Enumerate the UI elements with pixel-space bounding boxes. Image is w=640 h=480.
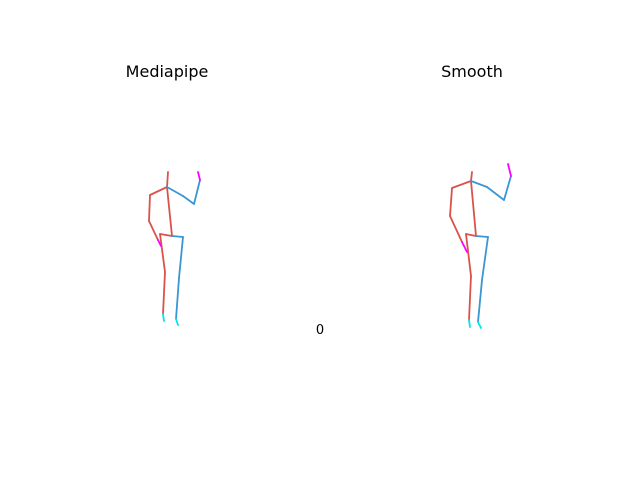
smooth-bone-7	[468, 275, 472, 321]
mediapipe-bone-1	[166, 186, 173, 237]
mediapipe-bone-15	[157, 239, 162, 247]
frame-counter: 0	[315, 323, 325, 338]
mediapipe-skeleton	[148, 171, 201, 326]
mediapipe-bone-17	[175, 318, 179, 326]
panel-title-mediapipe: Mediapipe	[125, 62, 209, 81]
smooth-bone-8	[470, 180, 488, 188]
smooth-bone-11	[475, 235, 489, 238]
smooth-bone-4	[449, 215, 463, 243]
smooth-bone-5	[465, 233, 477, 237]
smooth-bone-0	[470, 171, 473, 182]
mediapipe-bone-7	[162, 271, 166, 315]
mediapipe-bone-0	[166, 171, 169, 188]
smooth-bone-16	[468, 319, 471, 328]
mediapipe-bone-3	[148, 194, 151, 222]
mediapipe-bone-16	[162, 313, 165, 322]
mediapipe-bone-9	[182, 195, 195, 205]
smooth-bone-12	[481, 236, 489, 281]
smooth-skeleton	[449, 163, 512, 329]
panel-title-smooth: Smooth	[441, 62, 503, 81]
mediapipe-bone-14	[197, 171, 201, 181]
smooth-bone-1	[470, 180, 477, 237]
smooth-bone-14	[507, 163, 512, 177]
mediapipe-bone-12	[178, 236, 184, 279]
smooth-bone-3	[449, 187, 453, 217]
mediapipe-bone-10	[193, 179, 201, 205]
mediapipe-bone-6	[159, 233, 166, 273]
mediapipe-bone-4	[148, 220, 159, 241]
mediapipe-bone-8	[166, 186, 184, 197]
smooth-bone-17	[477, 321, 482, 329]
smooth-bone-10	[503, 175, 512, 201]
smooth-bone-6	[465, 233, 472, 277]
smooth-bone-2	[451, 180, 472, 189]
mediapipe-bone-5	[159, 233, 173, 237]
smooth-bone-9	[486, 186, 505, 201]
smooth-bone-15	[461, 241, 468, 253]
smooth-bone-13	[477, 279, 483, 323]
mediapipe-bone-11	[171, 235, 184, 238]
mediapipe-bone-2	[149, 186, 168, 196]
mediapipe-bone-13	[175, 277, 180, 320]
